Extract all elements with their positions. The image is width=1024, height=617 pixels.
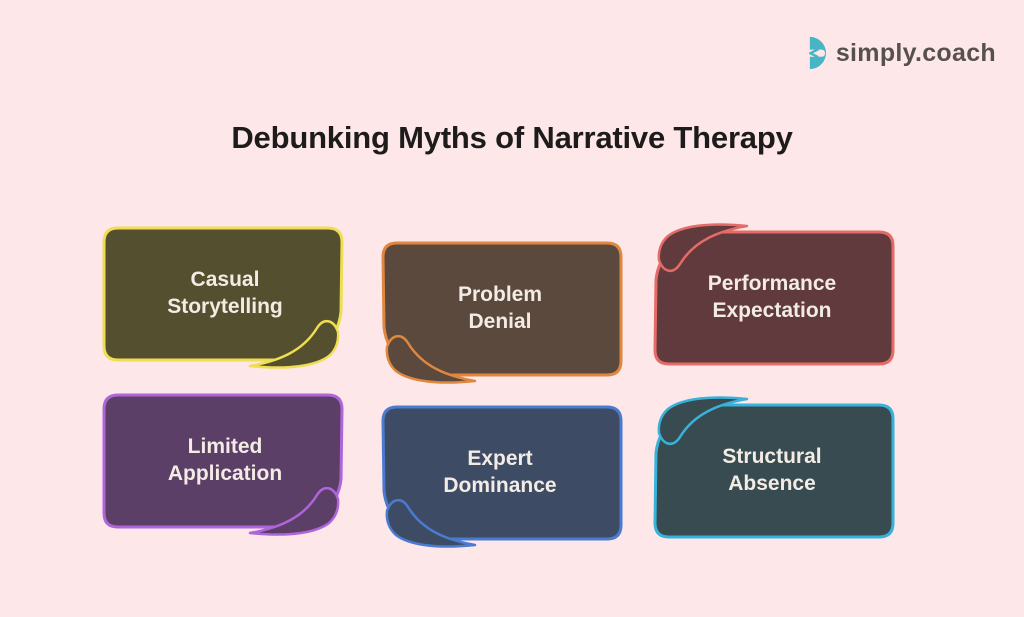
curled-paper-shape [102,226,344,369]
curled-paper-shape [381,241,623,384]
myth-card-structural-absence: Structural Absence [647,391,897,551]
curled-paper-shape [653,223,895,366]
myth-card-problem-denial: Problem Denial [375,229,625,389]
page-title: Debunking Myths of Narrative Therapy [231,120,793,155]
curled-paper-shape [102,393,344,536]
logo-chevron [808,48,819,59]
curled-paper-shape [653,396,895,539]
simply-coach-logo-icon [791,36,826,70]
card-label: Expert Dominance [443,447,557,497]
curled-paper-shape [381,405,623,548]
myth-card-casual-storytelling: Casual Storytelling [100,214,350,374]
logo-orange-crescent [791,36,808,70]
card-label: Performance Expectation [707,272,837,322]
card-label: Structural Absence [722,445,822,495]
myth-card-expert-dominance: Expert Dominance [375,393,625,553]
brand-name: simply.coach [835,38,996,67]
card-label: Casual Storytelling [167,268,283,318]
card-label: Limited Application [167,435,283,485]
myth-card-performance-expectation: Performance Expectation [647,218,897,378]
brand-logo: simply.coach [788,34,996,72]
card-label: Problem Denial [457,283,543,333]
myth-card-limited-application: Limited Application [100,381,350,541]
